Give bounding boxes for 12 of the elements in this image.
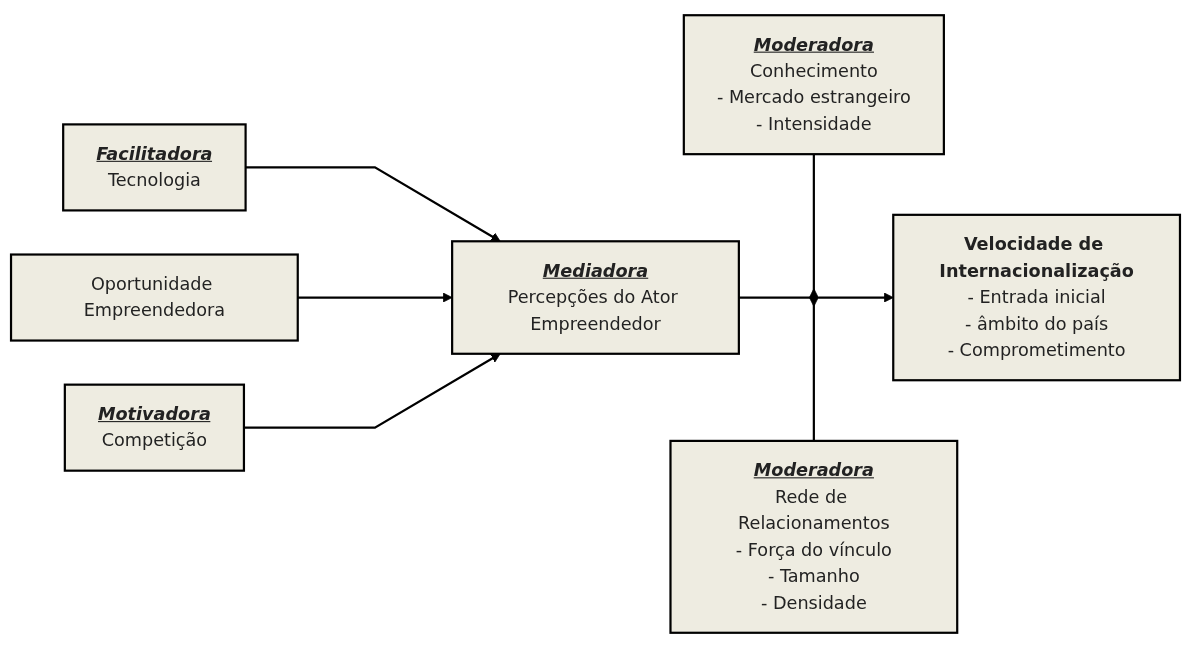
process-box: Moderadora Conhecimento - Mercado estrangeiro - Intensidade bbox=[682, 14, 945, 156]
process-box: Mediadora Percepções do Ator Empreendedor bbox=[451, 240, 740, 355]
arrow bbox=[297, 292, 453, 303]
arrow bbox=[245, 166, 501, 242]
process-box: Facilitadora Tecnologia bbox=[62, 123, 247, 212]
process-box: Moderadora Rede de Relacionamentos - Força do vínculo - Tamanho - Densidade bbox=[669, 439, 959, 634]
process-box: Velocidade de Internacionalização - Entrada inicial - âmbito do país - Comprometimento bbox=[892, 213, 1182, 382]
arrow bbox=[738, 292, 894, 303]
arrow bbox=[809, 288, 819, 441]
process-box: Oportunidade Empreendedora bbox=[9, 253, 299, 342]
arrow bbox=[243, 353, 501, 429]
process-box: Motivadora Competição bbox=[63, 383, 246, 472]
